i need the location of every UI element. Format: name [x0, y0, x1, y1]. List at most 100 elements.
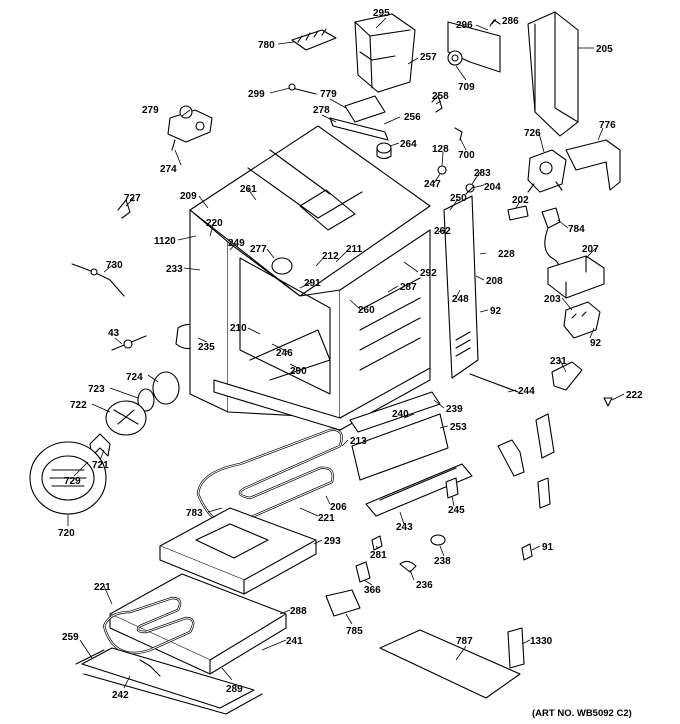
callout-92-upper: 92 [490, 306, 502, 317]
lower-drawer [75, 647, 263, 715]
callout-290: 290 [290, 366, 307, 377]
callout-221-lower: 221 [94, 582, 111, 593]
callout-240: 240 [392, 409, 409, 420]
callout-727: 727 [124, 193, 141, 204]
side-strip-208-part [443, 195, 479, 379]
callout-288: 288 [290, 606, 307, 617]
callout-211: 211 [346, 244, 363, 255]
callout-1120: 1120 [154, 236, 176, 247]
callout-287: 287 [400, 282, 417, 293]
callout-724: 724 [126, 372, 143, 383]
callout-278: 278 [313, 105, 330, 116]
callout-220: 220 [206, 218, 223, 229]
callout-784: 784 [568, 224, 585, 235]
callout-206: 206 [330, 502, 347, 513]
part-128 [437, 165, 475, 195]
callout-258: 258 [432, 91, 449, 102]
callout-723: 723 [88, 384, 105, 395]
part-244 [469, 373, 519, 393]
callout-204: 204 [484, 182, 501, 193]
side-panel-205-part [527, 11, 579, 137]
callout-257: 257 [420, 52, 437, 63]
callout-228: 228 [498, 249, 515, 260]
callout-245: 245 [448, 505, 465, 516]
bracket-776-part [565, 139, 621, 191]
callout-776: 776 [599, 120, 616, 131]
callout-236: 236 [416, 580, 433, 591]
callout-1330: 1330 [530, 636, 553, 647]
bracket-207-part [547, 255, 605, 299]
callout-209: 209 [180, 191, 197, 202]
callout-243: 243 [396, 522, 413, 533]
part-780 [291, 28, 337, 51]
callout-235: 235 [198, 342, 215, 353]
callout-729: 729 [64, 476, 81, 487]
oven-body [189, 125, 431, 431]
screw-299-part [288, 83, 317, 95]
callout-91: 91 [542, 542, 554, 553]
callout-779: 779 [320, 89, 337, 100]
callout-296: 296 [456, 20, 473, 31]
oven-bottom-293 [159, 507, 317, 595]
screw-222-part [603, 397, 613, 407]
callout-253: 253 [450, 422, 467, 433]
hinge-parts [497, 413, 555, 669]
callout-709: 709 [458, 82, 475, 93]
part-231 [551, 361, 583, 391]
callout-241: 241 [286, 636, 303, 647]
callout-292: 292 [420, 268, 437, 279]
callout-43: 43 [108, 328, 120, 339]
callout-205: 205 [596, 44, 613, 55]
callout-222: 222 [626, 390, 643, 401]
callout-244: 244 [518, 386, 535, 397]
callout-233: 233 [166, 264, 183, 275]
callout-231: 231 [550, 356, 567, 367]
broil-element-783 [196, 428, 343, 526]
callout-783: 783 [186, 508, 203, 519]
callout-281: 281 [370, 550, 387, 561]
callout-279: 279 [142, 105, 159, 116]
callout-787: 787 [456, 636, 473, 647]
callout-208: 208 [486, 276, 503, 287]
control-726-part [527, 149, 567, 193]
callout-780: 780 [258, 40, 275, 51]
callout-730: 730 [106, 260, 123, 271]
callout-203: 203 [544, 294, 561, 305]
callout-92-lower: 92 [590, 338, 602, 349]
callout-207: 207 [582, 244, 599, 255]
callout-726: 726 [524, 128, 541, 139]
part-264 [376, 142, 392, 160]
part-785 [325, 589, 361, 617]
callout-213: 213 [350, 436, 367, 447]
callout-248: 248 [452, 294, 469, 305]
bracket-296-part [447, 19, 501, 73]
vent-duct-part [354, 13, 416, 93]
callout-299: 299 [248, 89, 265, 100]
probe-730-part [71, 263, 125, 297]
part-43 [111, 335, 147, 351]
callout-289: 289 [226, 684, 243, 695]
callout-242: 242 [112, 690, 129, 701]
callout-721: 721 [92, 460, 109, 471]
callout-700: 700 [458, 150, 475, 161]
clip-258-part [431, 95, 463, 141]
callout-256: 256 [404, 112, 421, 123]
callout-785: 785 [346, 626, 363, 637]
cord-784-part [541, 207, 561, 273]
callout-295: 295 [373, 8, 390, 19]
callout-722: 722 [70, 400, 87, 411]
convection-fan-parts [85, 371, 180, 467]
callout-720: 720 [58, 528, 75, 539]
callout-291: 291 [304, 278, 321, 289]
callout-259: 259 [62, 632, 79, 643]
callout-212: 212 [322, 251, 339, 262]
callout-286: 286 [502, 16, 519, 27]
callout-293: 293 [324, 536, 341, 547]
callout-202: 202 [512, 195, 529, 206]
callout-labels: 295 296 286 205 780 257 709 299 779 258 … [58, 8, 643, 719]
part-727 [117, 199, 131, 219]
callout-249: 249 [228, 238, 245, 249]
callout-274: 274 [160, 164, 177, 175]
callout-260: 260 [358, 305, 375, 316]
